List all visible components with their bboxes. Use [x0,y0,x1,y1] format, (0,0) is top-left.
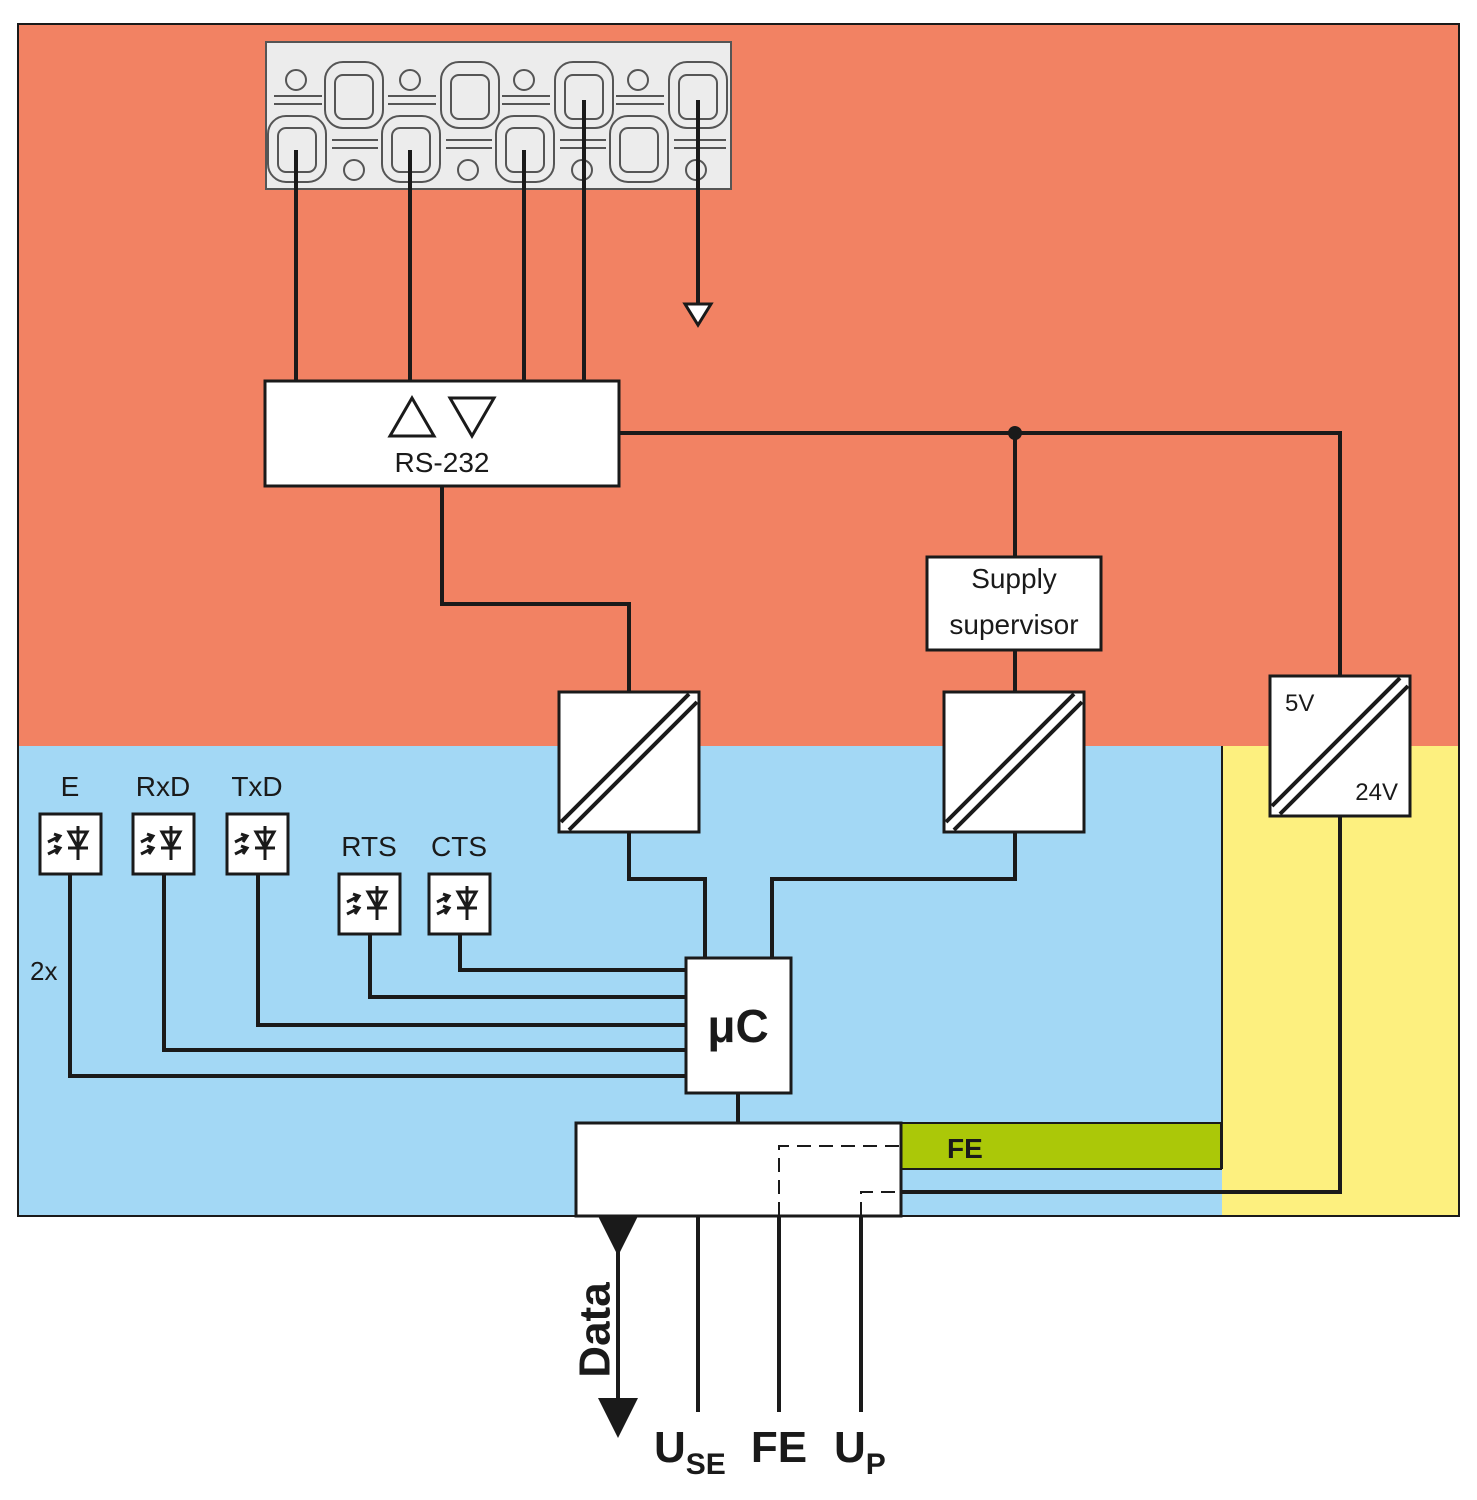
led-multiplier-label: 2x [30,956,57,986]
microcontroller-label: μC [707,1000,768,1052]
rs232-transceiver: RS-232 [263,379,621,488]
up-label-main: U [834,1423,866,1472]
led-cts: CTS [427,831,492,936]
ground-arrow-icon [682,302,714,328]
converter-24v-label: 24V [1355,779,1398,806]
bus-connector [574,1121,903,1218]
led-rxd: RxD [131,771,196,876]
rs232-to-isolator-wire [440,486,631,692]
led-label-e: E [61,771,80,802]
use-label-main: U [654,1423,686,1472]
converter-5v-label: 5V [1285,690,1314,717]
up-label: UP [834,1423,886,1481]
rs232-label: RS-232 [395,447,490,478]
led-icon [131,812,196,876]
led-wires [68,874,686,1078]
led-rts: RTS [337,831,402,936]
isolation-converter-icon [942,690,1086,834]
fe-bottom-label: FE [751,1423,807,1472]
fe-bar: FE [900,1122,1222,1170]
receive-triangle-icon [447,396,497,439]
led-txd: TxD [225,771,290,876]
microcontroller: μC [684,956,793,1095]
led-label-rts: RTS [341,831,397,862]
dc-dc-converter: 5V 24V [1268,674,1412,818]
use-label-sub: SE [686,1448,726,1481]
data-label: Data [571,1282,620,1378]
up-label-sub: P [866,1448,886,1481]
led-icon [225,812,290,876]
supply-supervisor: Supply supervisor [925,555,1103,652]
24v-supply-wire [901,816,1342,1194]
supervisor-label-line2: supervisor [949,609,1078,640]
led-icon [337,872,402,936]
isolation-converter-icon [557,690,701,834]
use-label: USE [654,1423,726,1481]
power-bus [619,426,1342,676]
led-indicators: E RxD TxD RTS CTS [38,771,492,936]
terminal-block-icon [265,41,732,190]
led-icon [38,812,103,876]
led-icon [427,872,492,936]
rs232-zone [18,24,1459,746]
supervisor-label-line1: Supply [971,563,1057,594]
led-label-txd: TxD [231,771,282,802]
fe-bar-label: FE [947,1133,983,1164]
led-label-cts: CTS [431,831,487,862]
terminal-wires [294,100,700,381]
led-label-rxd: RxD [136,771,190,802]
bottom-connections: Data USE FE UP [571,1216,886,1481]
led-e: E [38,771,103,876]
transmit-triangle-icon [387,395,437,438]
